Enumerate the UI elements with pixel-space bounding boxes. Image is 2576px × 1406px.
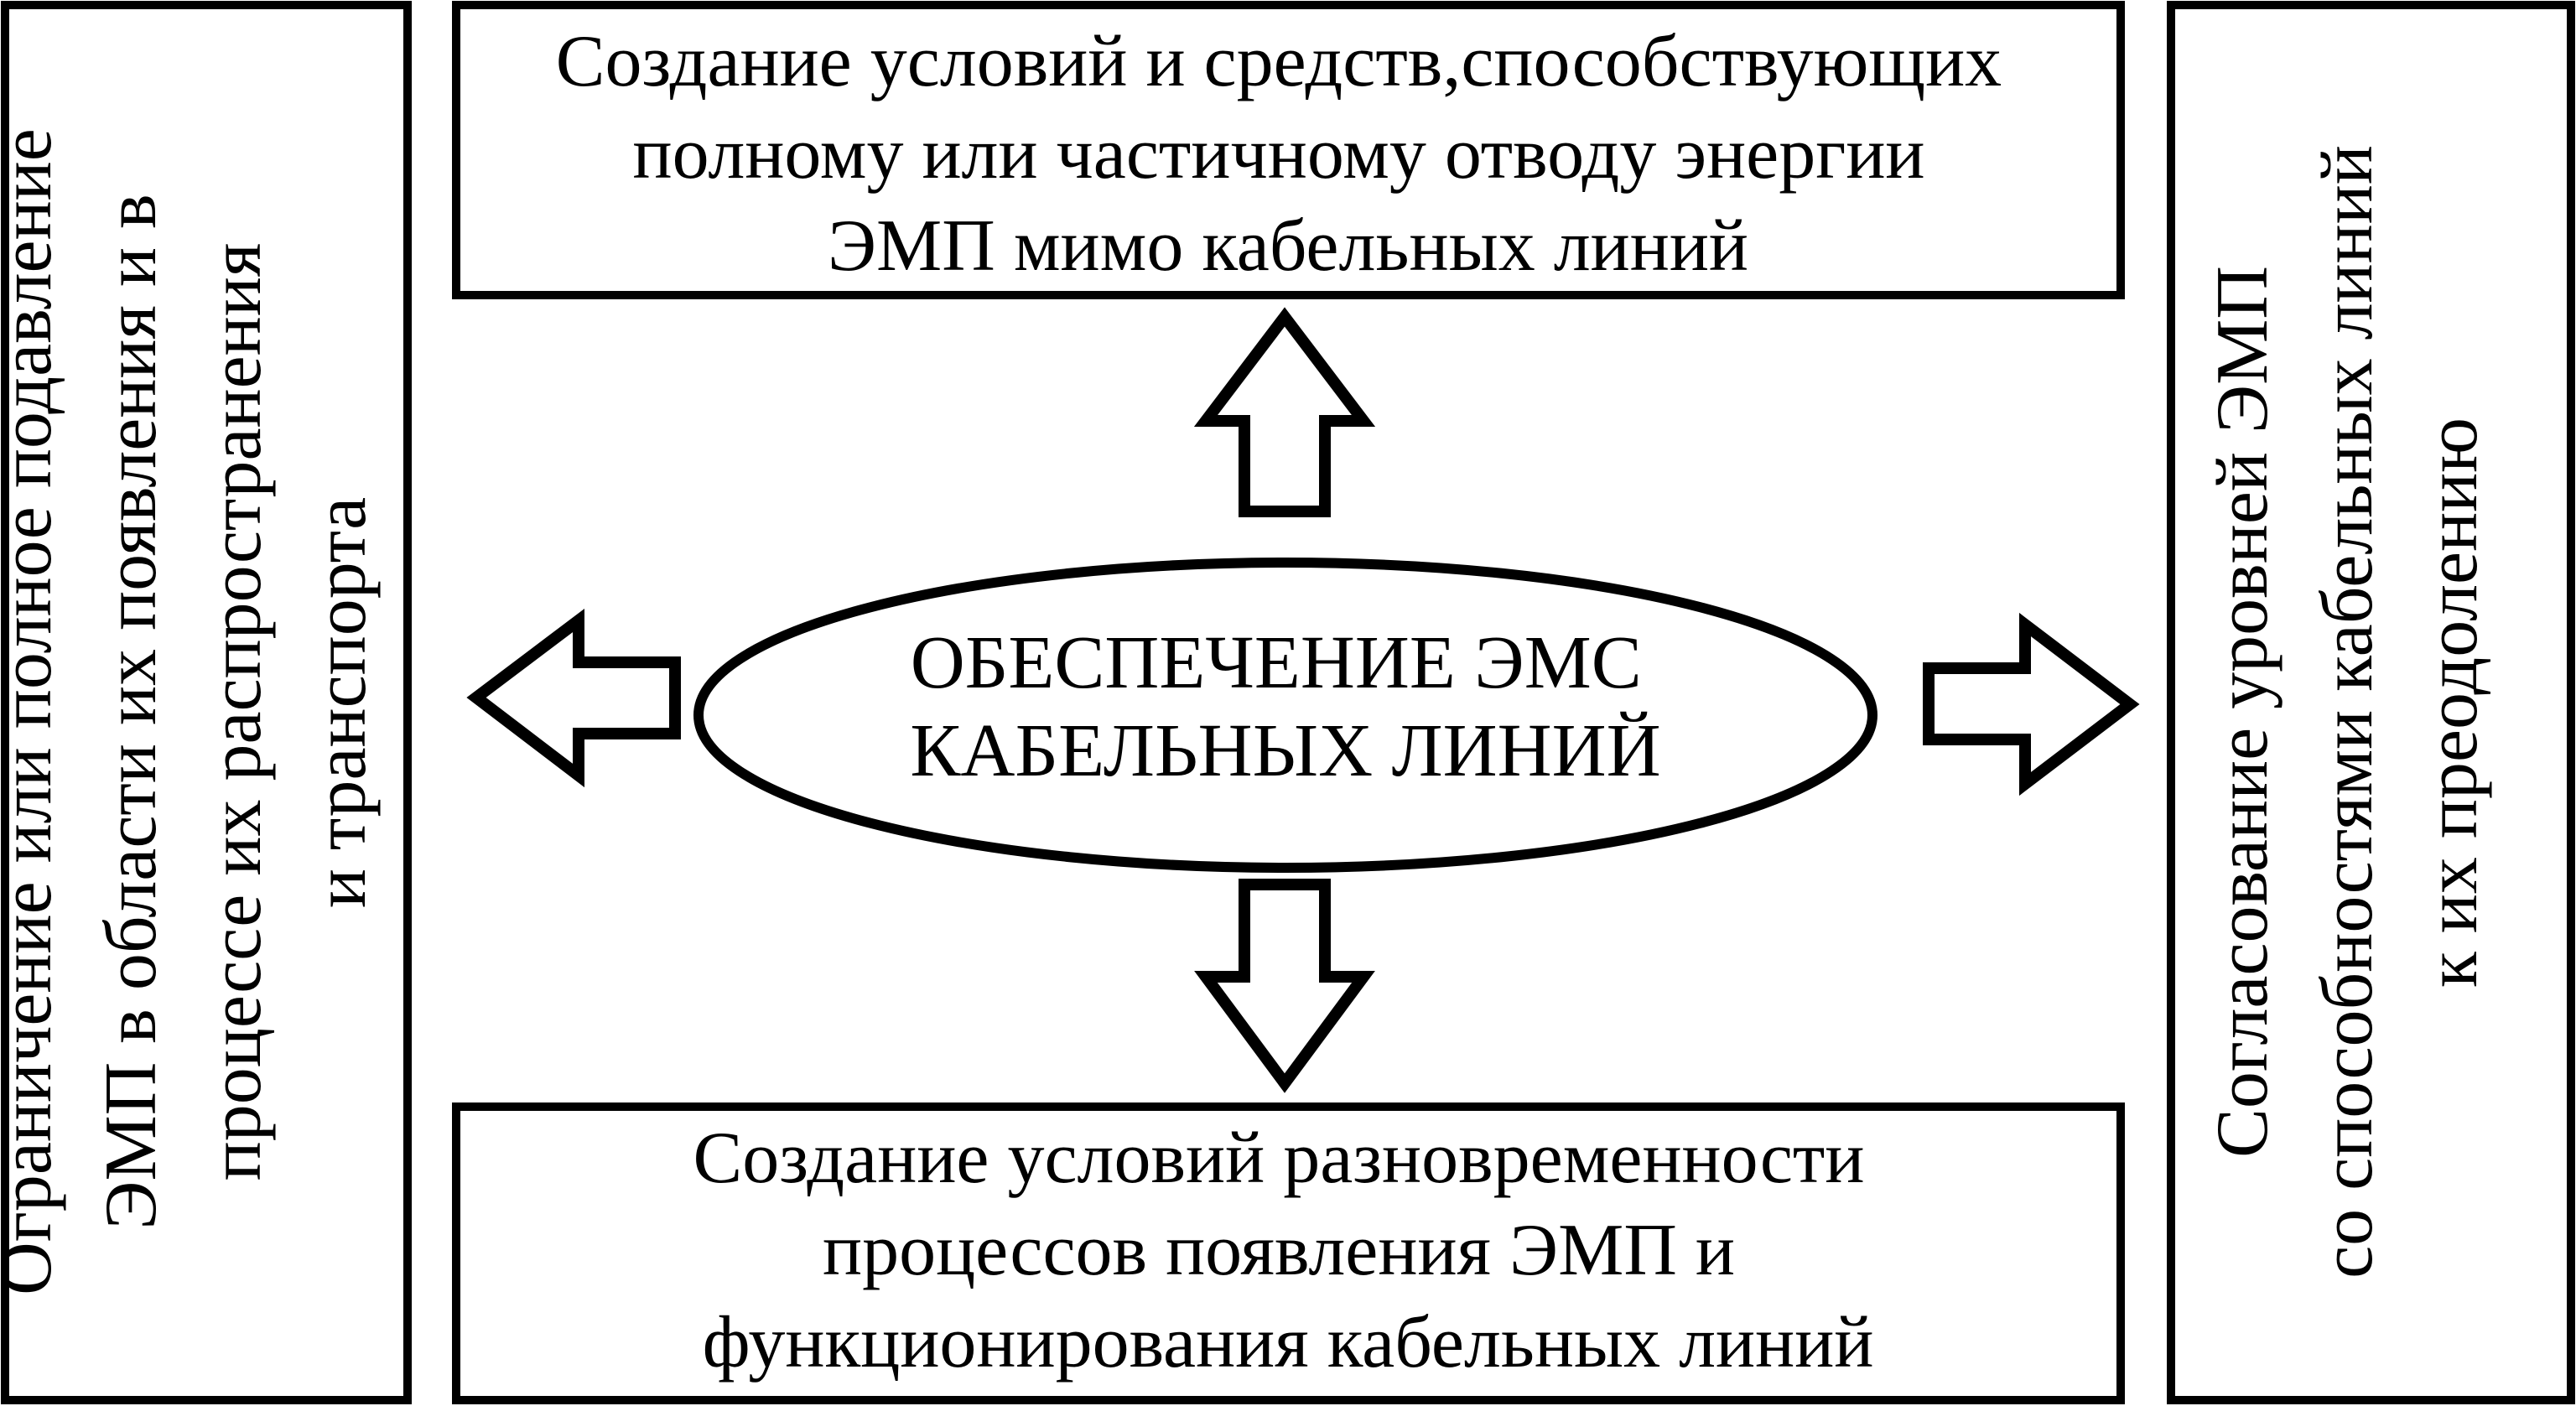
left-box-line-3: процессе их распространения: [195, 243, 277, 1181]
top-box: [452, 1, 2125, 299]
arrow-left-icon: [466, 608, 681, 788]
left-box-line-4: и транспорта: [300, 497, 382, 908]
right-box-text: Согласование уровней ЭМП со способностям…: [2202, 127, 2493, 1279]
left-box-line-2: ЭМП в области их появления и в: [91, 194, 172, 1229]
bottom-box-line-1: Создание условий разновременности: [693, 1118, 1865, 1199]
left-box: [1, 1, 412, 1404]
arrow-right-icon: [1923, 612, 2140, 796]
right-box-line-1: Согласование уровней ЭМП: [2202, 266, 2283, 1158]
arrow-up-icon: [1193, 307, 1376, 517]
bottom-box-text: Создание условий разновременности процес…: [693, 1118, 1883, 1383]
center-line-1: ОБЕСПЕЧЕНИЕ ЭМС: [911, 621, 1642, 704]
top-box-line-3: ЭМП мимо кабельных линий: [828, 205, 1748, 287]
right-box-line-2: со способностями кабельных линий: [2307, 145, 2388, 1279]
arrow-down-icon: [1194, 879, 1375, 1093]
left-box-text: Ограничение или полное подавление ЭМП в …: [0, 110, 382, 1295]
bottom-box-line-2: процессов появления ЭМП и: [823, 1210, 1735, 1291]
right-box-line-3: к их преодолению: [2412, 418, 2493, 988]
left-box-line-1: Ограничение или полное подавление: [0, 128, 67, 1295]
center-line-2: КАБЕЛЬНЫХ ЛИНИЙ: [910, 709, 1660, 792]
top-box-text: Создание условий и средств,способствующи…: [556, 21, 2020, 287]
center-ellipse-text: ОБЕСПЕЧЕНИЕ ЭМС КАБЕЛЬНЫХ ЛИНИЙ: [910, 621, 1660, 792]
top-box-line-2: полному или частичному отводу энергии: [632, 113, 1924, 195]
center-ellipse: [693, 558, 1877, 873]
bottom-box: [452, 1102, 2125, 1404]
bottom-box-line-3: функционирования кабельных линий: [703, 1302, 1874, 1383]
top-box-line-1: Создание условий и средств,способствующи…: [556, 21, 2002, 102]
right-box: [2167, 1, 2575, 1404]
